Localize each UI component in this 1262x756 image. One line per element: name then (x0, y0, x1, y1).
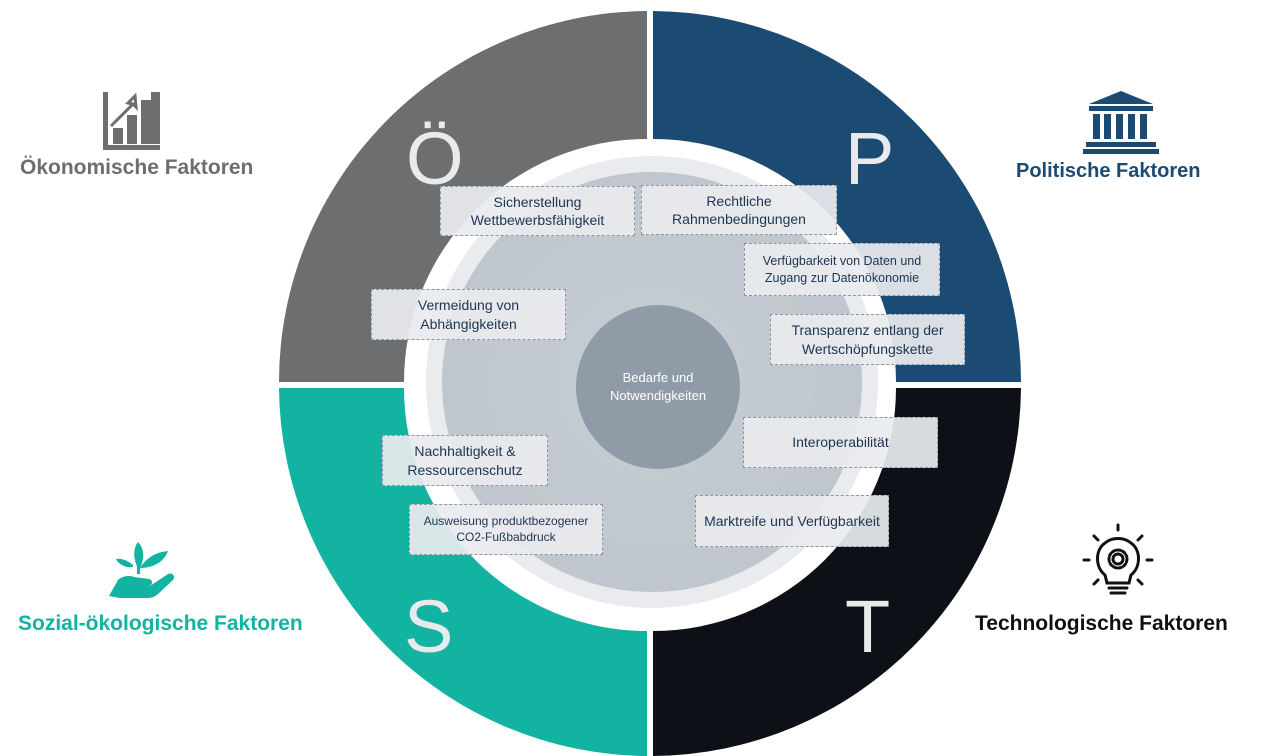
box-ausweisung-co2-fussabdruck: Ausweisung produktbezogener CO2-Fußbabdr… (409, 504, 603, 555)
letter-politisch: P (845, 117, 895, 200)
lightbulb-gear-icon (1082, 523, 1154, 595)
label-technologische-faktoren: Technologische Faktoren (975, 612, 1228, 635)
box-sicherstellung-wettbewerbsfaehigkeit: Sicherstellung Wettbewerbsfähigkeit (440, 186, 635, 236)
ring-segment-sozial (279, 388, 647, 756)
letter-technologisch: T (845, 585, 891, 668)
letter-oekonomisch: Ö (406, 117, 464, 200)
letter-sozial: S (404, 585, 454, 668)
label-oekonomische-faktoren: Ökonomische Faktoren (20, 156, 254, 179)
box-verfuegbarkeit-von-daten: Verfügbarkeit von Daten und Zugang zur D… (744, 243, 940, 296)
box-marktreife-und-verfuegbarkeit: Marktreife und Verfügbarkeit (695, 495, 889, 547)
center-circle (576, 305, 740, 469)
government-building-icon (1083, 91, 1159, 154)
box-vermeidung-von-abhaengigkeiten: Vermeidung von Abhängigkeiten (371, 289, 566, 340)
box-rechtliche-rahmenbedingungen: Rechtliche Rahmenbedingungen (641, 185, 837, 235)
bar-chart-growth-icon (103, 92, 160, 150)
ring-segment-technologisch (653, 388, 1021, 756)
box-nachhaltigkeit-ressourcenschutz: Nachhaltigkeit & Ressourcenschutz (382, 435, 548, 486)
center-label: Bedarfe und Notwendigkeiten (609, 370, 707, 403)
label-politische-faktoren: Politische Faktoren (1016, 160, 1201, 182)
box-interoperabilitaet: Interoperabilität (743, 417, 938, 468)
label-sozial-oekologische-faktoren: Sozial-ökologische Faktoren (18, 612, 303, 635)
hand-with-plant-icon (109, 542, 175, 598)
box-transparenz-wertschoepfungskette: Transparenz entlang der Wertschöpfungske… (770, 314, 965, 365)
